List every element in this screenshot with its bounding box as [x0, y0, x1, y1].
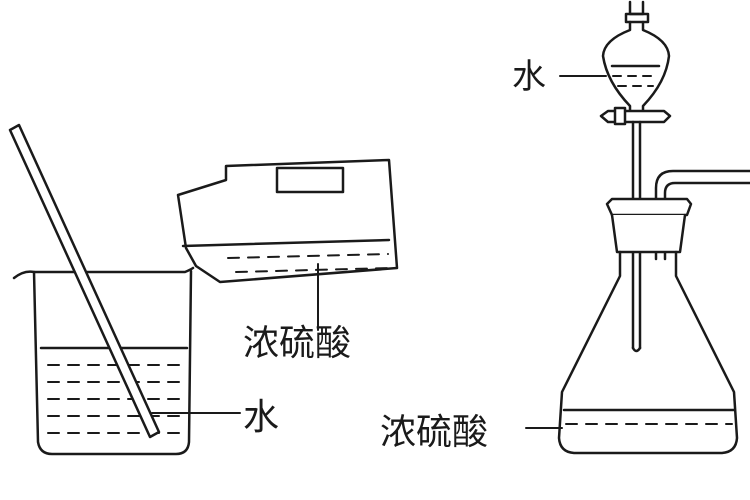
- side-tube: [654, 169, 750, 261]
- funnel-water-dashes: [612, 75, 659, 87]
- reagent-bottle: [176, 158, 399, 284]
- label-leader-lines: [151, 75, 607, 429]
- bottle-acid-dashes: [227, 253, 391, 273]
- label-concentrated-sulfuric-acid-flask: 浓硫酸: [380, 412, 489, 453]
- conical-flask: [557, 197, 739, 455]
- beaker-water-dashes: [47, 364, 183, 434]
- label-concentrated-sulfuric-acid-bottle: 浓硫酸: [243, 323, 352, 364]
- glass-stirring-rod: [8, 123, 161, 439]
- beaker: [12, 266, 195, 456]
- label-water-funnel: 水: [512, 57, 546, 97]
- label-water-beaker: 水: [243, 397, 280, 438]
